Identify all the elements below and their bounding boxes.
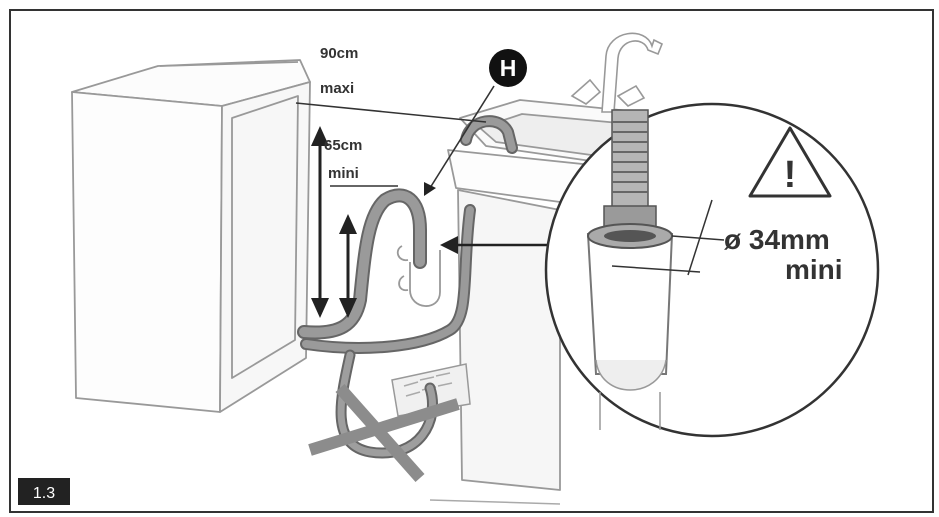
hook-pointer: [424, 182, 436, 196]
max-height-qualifier: maxi: [320, 80, 354, 97]
max-height-value: 90cm: [320, 45, 358, 62]
floor: [429, 499, 561, 505]
diameter-value: ø 34mm: [724, 224, 830, 255]
diameter-qualifier: mini: [785, 254, 843, 285]
sink-cabinet: [447, 99, 641, 491]
hook-marker-badge: H: [489, 49, 527, 87]
min-height-value: 65cm: [324, 137, 362, 154]
warning-triangle-icon: !: [748, 126, 832, 198]
min-height-qualifier: mini: [328, 165, 359, 182]
tap: [570, 32, 664, 113]
sink-siphon: [396, 245, 441, 307]
drain-hose: [297, 115, 518, 354]
figure-number-tag: 1.3: [18, 478, 70, 505]
hook-marker-label: H: [500, 55, 517, 81]
figure-number: 1.3: [33, 485, 55, 502]
washing-machine: [71, 59, 311, 413]
warning-symbol: !: [784, 154, 797, 196]
cross-mark-icon: [308, 384, 460, 482]
reference-lines: [295, 85, 495, 189]
height-arrows: [311, 126, 357, 318]
